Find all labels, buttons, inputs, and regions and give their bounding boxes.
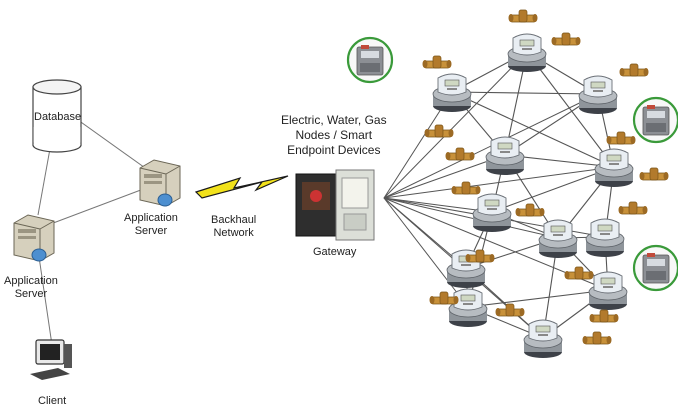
gateway-link (383, 166, 615, 199)
water-valve-icon (424, 124, 454, 138)
database-cylinder-icon (32, 79, 82, 153)
electric-meter-icon (507, 33, 547, 72)
water-valve-icon (606, 131, 636, 145)
electric-meter-icon (472, 193, 512, 232)
app-server-top-label-line2: Server (134, 225, 168, 237)
gateway-link (383, 197, 559, 239)
backhaul-label-line2: Network (213, 227, 254, 239)
gas-meter-icon (346, 36, 394, 84)
electric-meter-icon (588, 271, 628, 310)
water-valve-icon (422, 55, 452, 69)
lightning-bolt-icon (194, 175, 289, 199)
backhaul-label: Backhaul Network (211, 214, 256, 240)
electric-meter-icon (485, 136, 525, 175)
water-valve-icon (582, 331, 612, 345)
water-valve-icon (508, 9, 538, 23)
nodes-label: Electric, Water, Gas Nodes / Smart Endpo… (281, 113, 387, 158)
electric-meter-icon (523, 319, 563, 358)
electric-meter-icon (432, 73, 472, 112)
nodes-label-line2: Nodes / Smart (295, 128, 373, 142)
database-label: Database (34, 111, 82, 123)
gas-meter-icon (632, 96, 678, 144)
electric-meter-icon (538, 219, 578, 258)
water-valve-icon (619, 63, 649, 77)
app-server-left-label-line2: Server (14, 288, 48, 300)
electric-meter-icon (448, 288, 488, 327)
gateway-label: Gateway (313, 246, 357, 258)
app-server-left-label-line1: Application (4, 275, 58, 287)
gateway-link (383, 197, 493, 213)
mesh-link (451, 91, 615, 168)
app-server-top-label-line1: Application (124, 212, 178, 224)
water-valve-icon (515, 203, 545, 217)
water-valve-icon (495, 303, 525, 317)
water-valve-icon (551, 32, 581, 46)
client-label: Client (38, 395, 67, 407)
mesh-link (467, 289, 609, 308)
nodes-label-line1: Electric, Water, Gas (281, 113, 387, 127)
water-valve-icon (451, 181, 481, 195)
electric-meter-icon (594, 148, 634, 187)
server-tower-icon (13, 214, 55, 262)
computer-workstation-icon (30, 339, 72, 380)
app-server-left-label: Application Server (4, 275, 58, 301)
mesh-link (491, 166, 615, 213)
nodes-label-line3: Endpoint Devices (287, 143, 381, 157)
water-valve-icon (618, 201, 648, 215)
electric-meter-icon (578, 75, 618, 114)
server-tower-icon (139, 159, 181, 207)
app-server-top-label: Application Server (124, 212, 178, 238)
water-valve-icon (445, 147, 475, 161)
backend-link (37, 249, 53, 346)
mesh-link (526, 51, 615, 168)
backhaul-label-line1: Backhaul (211, 214, 257, 226)
electric-meter-icon (585, 218, 625, 257)
water-valve-icon (639, 167, 669, 181)
water-valve-icon (429, 291, 459, 305)
gateway-cabinet-icon (295, 169, 375, 241)
water-valve-icon (589, 309, 619, 323)
gateway-link (383, 197, 469, 308)
gateway-link (383, 154, 506, 199)
devices (13, 9, 678, 380)
water-valve-icon (564, 266, 594, 280)
water-valve-icon (465, 249, 495, 263)
gas-meter-icon (632, 244, 678, 292)
mesh-link (451, 91, 599, 95)
gateway-link (383, 51, 528, 199)
